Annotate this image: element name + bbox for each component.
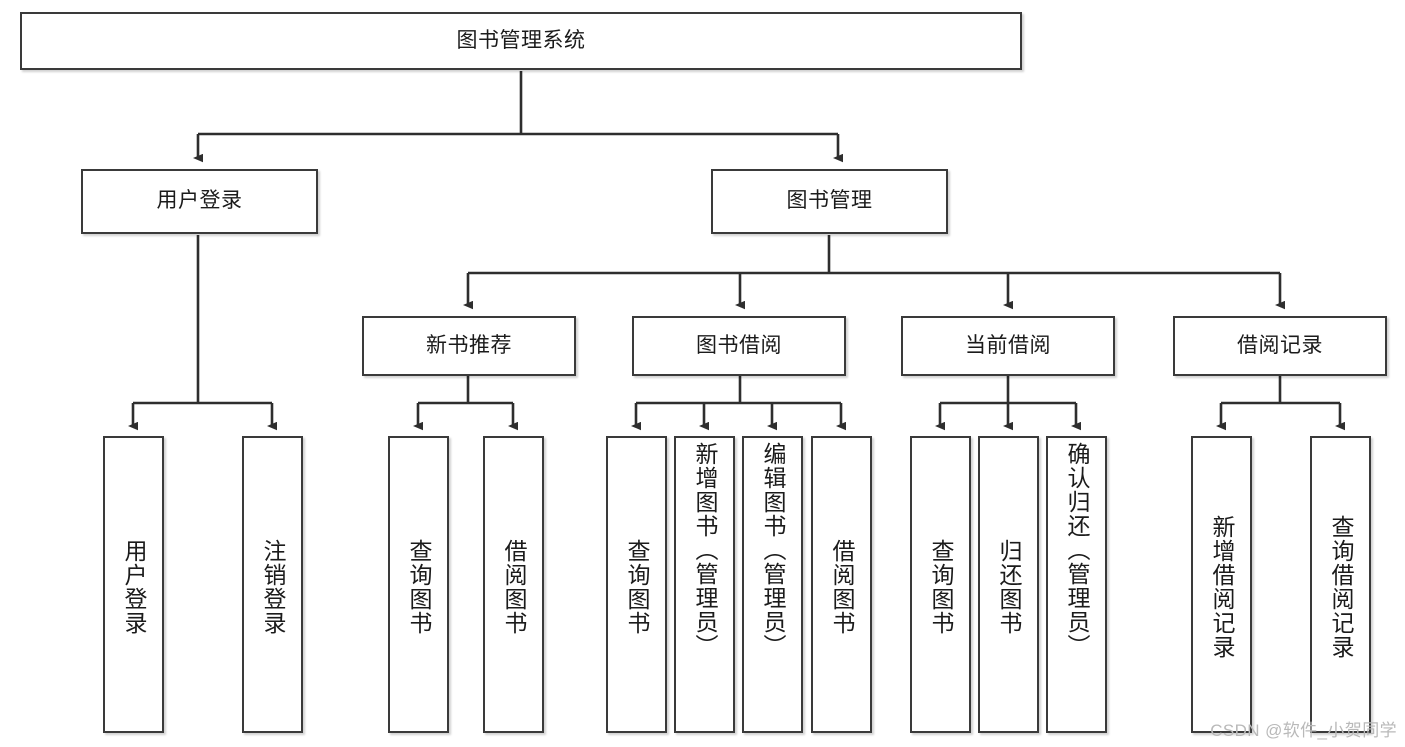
node-label: 新增借阅记录 — [1209, 514, 1235, 659]
node-label: 新书推荐 — [426, 333, 512, 357]
leaf-user-login-login[interactable]: 用户登录 — [103, 436, 164, 733]
leaf-new-book-borrow[interactable]: 借阅图书 — [483, 436, 544, 733]
node-user-login[interactable]: 用户登录 — [81, 169, 318, 234]
node-label: 借阅记录 — [1237, 333, 1323, 357]
node-label: 用户登录 — [121, 538, 147, 635]
node-label: 归还图书 — [996, 538, 1022, 635]
leaf-new-book-query[interactable]: 查询图书 — [388, 436, 449, 733]
node-label: 确认归还（管理员） — [1064, 442, 1090, 658]
node-book-borrow[interactable]: 图书借阅 — [632, 316, 846, 376]
leaf-borrow-record-query[interactable]: 查询借阅记录 — [1310, 436, 1371, 733]
leaf-book-borrow-add[interactable]: 新增图书（管理员） — [674, 436, 735, 733]
leaf-current-borrow-return[interactable]: 归还图书 — [978, 436, 1039, 733]
leaf-current-borrow-confirm-return[interactable]: 确认归还（管理员） — [1046, 436, 1107, 733]
leaf-book-borrow-borrow[interactable]: 借阅图书 — [811, 436, 872, 733]
node-label: 当前借阅 — [965, 333, 1051, 357]
leaf-book-borrow-edit[interactable]: 编辑图书（管理员） — [742, 436, 803, 733]
node-label: 图书管理系统 — [456, 28, 586, 52]
node-label: 注销登录 — [260, 538, 286, 635]
node-borrow-record[interactable]: 借阅记录 — [1173, 316, 1387, 376]
node-label: 查询图书 — [406, 538, 432, 635]
leaf-current-borrow-query[interactable]: 查询图书 — [910, 436, 971, 733]
node-label: 查询借阅记录 — [1328, 514, 1354, 659]
node-label: 新增图书（管理员） — [692, 442, 718, 658]
node-label: 图书借阅 — [696, 333, 782, 357]
leaf-borrow-record-add[interactable]: 新增借阅记录 — [1191, 436, 1252, 733]
node-label: 借阅图书 — [829, 538, 855, 635]
node-label: 查询图书 — [624, 538, 650, 635]
leaf-user-login-logout[interactable]: 注销登录 — [242, 436, 303, 733]
node-new-book-recommend[interactable]: 新书推荐 — [362, 316, 576, 376]
node-current-borrow[interactable]: 当前借阅 — [901, 316, 1115, 376]
node-label: 编辑图书（管理员） — [760, 442, 786, 658]
node-label: 用户登录 — [156, 189, 243, 213]
leaf-book-borrow-query[interactable]: 查询图书 — [606, 436, 667, 733]
node-book-management[interactable]: 图书管理 — [711, 169, 948, 234]
watermark: CSDN @软件_小贺同学 — [1210, 721, 1397, 740]
node-label: 图书管理 — [786, 189, 873, 213]
node-root[interactable]: 图书管理系统 — [20, 12, 1022, 70]
node-label: 查询图书 — [928, 538, 954, 635]
node-label: 借阅图书 — [501, 538, 527, 635]
